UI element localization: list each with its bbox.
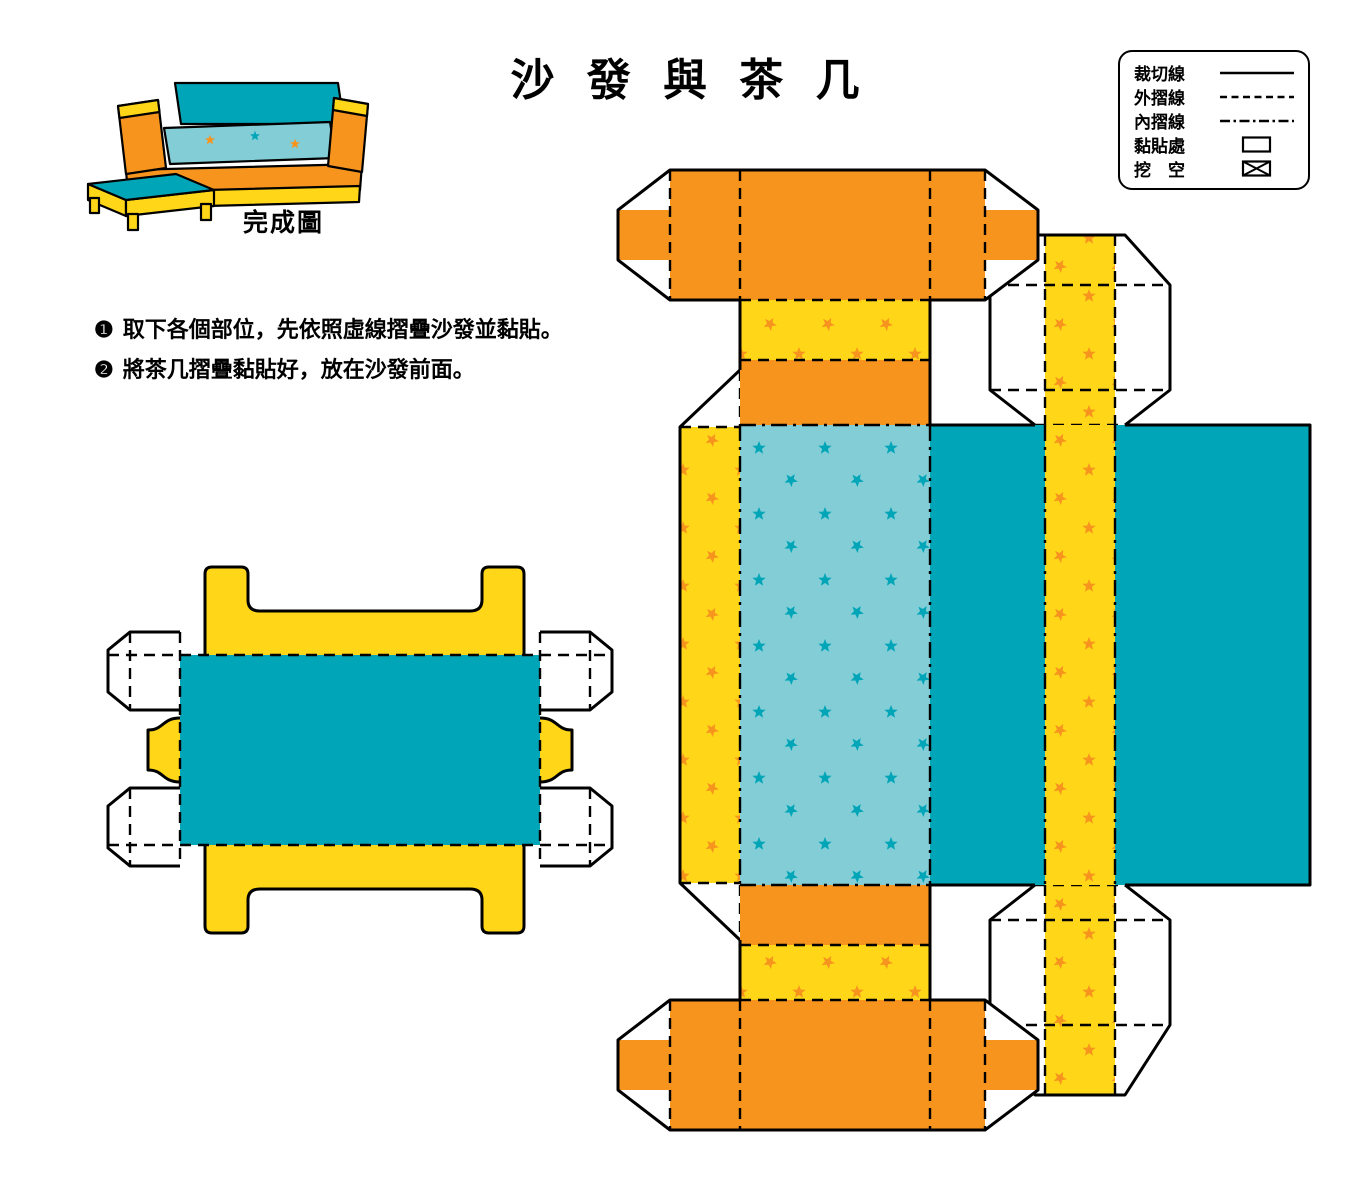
inner-fold-line-symbol [1220, 119, 1294, 122]
instruction-step-1: ❶ 取下各個部位，先依照虛線摺疊沙發並黏貼。 [94, 310, 563, 350]
instruction-step-2: ❷ 將茶几摺疊黏貼好，放在沙發前面。 [94, 350, 563, 390]
legend-row-cutout: 挖 空 [1134, 156, 1296, 180]
side-tab-left [678, 368, 742, 942]
tea-table-unfolded-template [106, 565, 614, 935]
table-glue-flap-right-bottom [540, 786, 614, 868]
seat-center-column [738, 300, 932, 1000]
legend-row-outer-fold-line: 外摺線 [1134, 84, 1296, 108]
cutout-symbol [1241, 159, 1272, 177]
table-glue-flap-left-top [106, 630, 180, 712]
table-glue-flap-left-bottom [106, 786, 180, 868]
legend-row-glue-area: 黏貼處 [1134, 132, 1296, 156]
cut-line-symbol [1220, 71, 1294, 74]
legend-row-cut-line: 裁切線 [1134, 60, 1296, 84]
legend-label-glue-area: 黏貼處 [1134, 136, 1185, 156]
table-top-panel [180, 655, 540, 845]
table-apron-bottom [203, 845, 526, 935]
page-title: 沙 發 與 茶 几 [510, 56, 870, 105]
completed-figure-caption: 完成圖 [243, 209, 325, 237]
backrest-strip-cap-top [988, 233, 1172, 427]
legend-label-outer-fold-line: 外摺線 [1134, 88, 1185, 108]
legend-box: 裁切線 外摺線 內摺線 黏貼處 挖 空 [1118, 50, 1310, 190]
legend-label-cutout: 挖 空 [1134, 160, 1185, 180]
table-fold-lines [108, 632, 612, 866]
backrest-panel [930, 423, 1312, 887]
table-leg-tab-left [146, 716, 181, 784]
backrest-vertical-strip [1043, 425, 1117, 885]
table-leg-tab-right [539, 716, 574, 784]
legend-label-cut-line: 裁切線 [1134, 64, 1185, 84]
step-2-text: 將茶几摺疊黏貼好，放在沙發前面。 [122, 357, 475, 382]
legend-row-inner-fold-line: 內摺線 [1134, 108, 1296, 132]
outer-fold-line-symbol [1220, 95, 1294, 98]
step-1-text: 取下各個部位，先依照虛線摺疊沙發並黏貼。 [122, 317, 563, 342]
table-apron-top [203, 565, 526, 655]
glue-area-symbol [1241, 135, 1272, 153]
finished-table [86, 172, 216, 232]
instructions: ❶ 取下各個部位，先依照虛線摺疊沙發並黏貼。 ❷ 將茶几摺疊黏貼好，放在沙發前面。 [94, 310, 563, 390]
seat-flap-bottom [616, 998, 1040, 1132]
step-1-number: ❶ [94, 317, 114, 342]
step-2-number: ❷ [94, 357, 114, 382]
completed-figure-illustration [86, 81, 370, 232]
table-glue-flap-right-top [540, 630, 614, 712]
seat-flap-top [616, 168, 1040, 302]
sofa-unfolded-template [616, 168, 1312, 1132]
legend-label-inner-fold-line: 內摺線 [1134, 112, 1185, 132]
